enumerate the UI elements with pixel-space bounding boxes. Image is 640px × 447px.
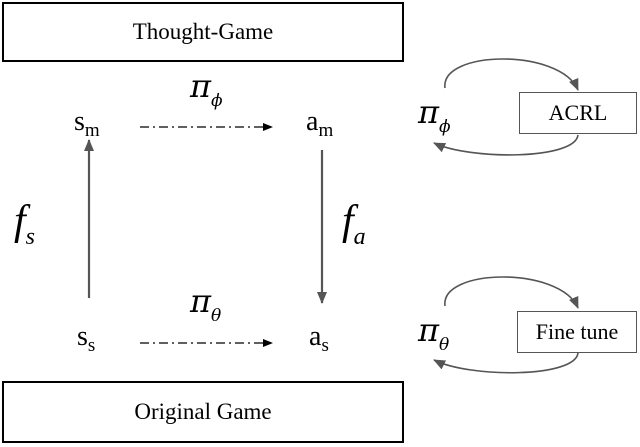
state-s-s: ss [77, 321, 96, 356]
state-s-m: sm [74, 106, 100, 141]
fine-tune-box: Fine tune [517, 311, 637, 353]
mapping-f-a: fa [342, 198, 366, 250]
loop-finetune-bottom [433, 352, 579, 374]
thought-game-box: Thought-Game [2, 2, 404, 62]
finetune-policy-pi-theta: πθ [418, 311, 450, 355]
policy-pi-phi-label: πϕ [190, 67, 223, 111]
loop-acrl-bottom [433, 134, 579, 156]
thought-game-label: Thought-Game [132, 19, 274, 44]
action-a-m: am [306, 106, 334, 141]
original-game-label: Original Game [134, 399, 272, 424]
action-a-s: as [309, 321, 329, 356]
mapping-f-s: fs [14, 198, 36, 250]
acrl-box: ACRL [519, 92, 637, 134]
policy-pi-theta-label: πθ [190, 282, 222, 326]
loop-acrl-top [444, 58, 579, 91]
loop-finetune-top [444, 276, 579, 309]
original-game-box: Original Game [2, 381, 404, 443]
fine-tune-label: Fine tune [535, 319, 619, 344]
acrl-policy-pi-phi: πϕ [418, 93, 451, 137]
acrl-label: ACRL [548, 100, 608, 125]
